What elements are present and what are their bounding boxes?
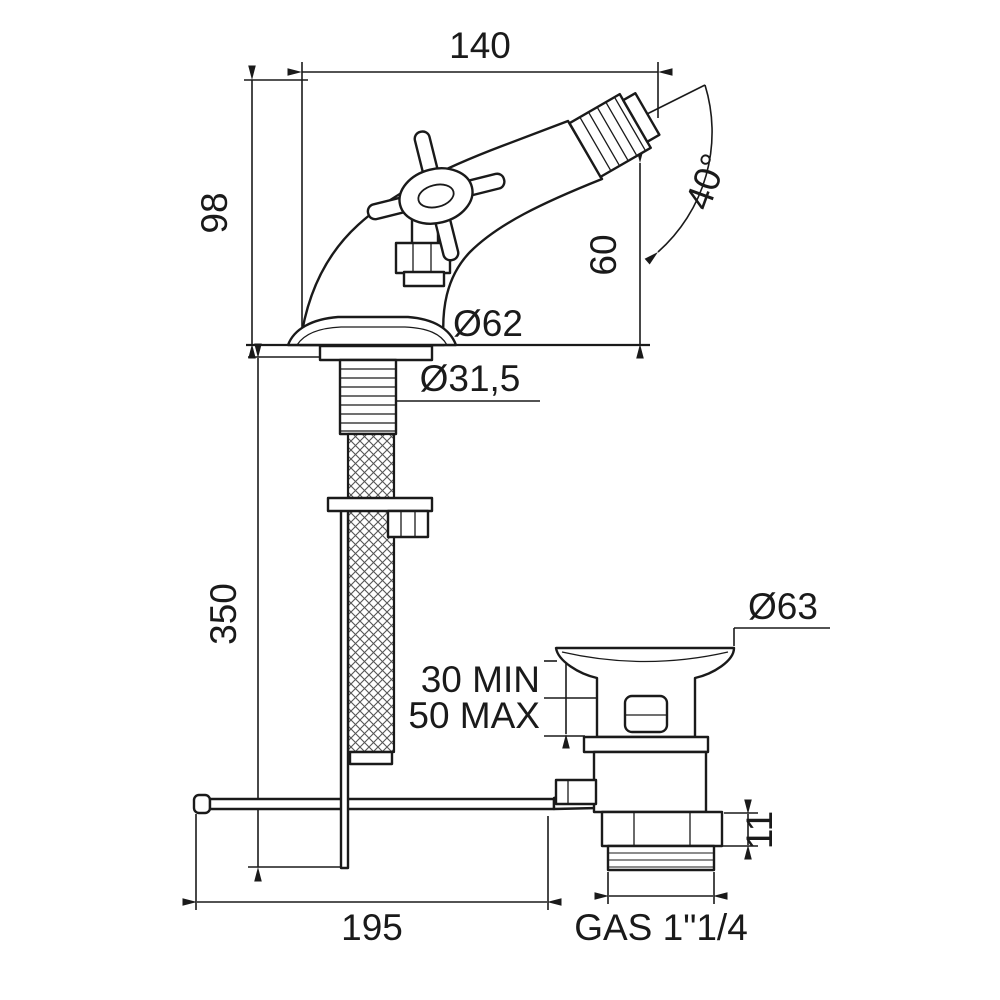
- waste-locknut-facets: [633, 813, 691, 845]
- waste-tail-threads: [609, 852, 713, 868]
- aerator-knurling: [579, 97, 646, 171]
- aerator-end-cap: [622, 92, 661, 143]
- popup-horizontal-rod: [208, 797, 556, 811]
- dim-deck-thickness: [544, 648, 596, 749]
- label-waste-thread: GAS 1"1/4: [574, 907, 748, 948]
- handle-hub-inner: [417, 183, 455, 209]
- hose-end-fitting: [348, 750, 394, 766]
- waste-flange-dish: [561, 651, 729, 663]
- dim-rod-length-195: [182, 814, 562, 910]
- label-waste-flange-diameter: Ø63: [748, 586, 818, 627]
- label-rod-length: 195: [341, 907, 403, 948]
- dim-hose-length-350: [248, 343, 342, 882]
- waste-locknut: [600, 810, 724, 848]
- dim-waste-flange-diameter-leader: [733, 627, 830, 646]
- waste-upper-body: [592, 750, 708, 814]
- dim-angle-40: [644, 84, 713, 265]
- popup-rod-end-cap: [192, 793, 212, 815]
- waste-threaded-tail: [606, 844, 716, 872]
- base-plate: [318, 344, 434, 362]
- faucet-body-group: [286, 92, 661, 347]
- label-hole-diameter: Ø31,5: [420, 358, 521, 399]
- popup-waste-assembly: [554, 646, 736, 872]
- mounting-nut: [386, 509, 430, 539]
- shank-threads: [341, 368, 395, 432]
- bonnet-collar: [402, 270, 446, 288]
- popup-lift-rod: [339, 503, 350, 870]
- below-deck-hardware: [192, 344, 600, 870]
- faucet-base-flange: [286, 315, 458, 347]
- handle-hub: [398, 167, 474, 225]
- dim-waste-thread: [594, 872, 728, 904]
- label-deck-min: 30 MIN: [421, 659, 540, 700]
- label-base-diameter: Ø62: [453, 303, 523, 344]
- waste-lever-port: [554, 778, 598, 806]
- popup-plug-guide: [623, 694, 669, 734]
- mounting-bracket: [326, 496, 434, 513]
- flexible-braided-hose: [346, 432, 396, 754]
- label-spout-reach: 140: [449, 25, 511, 66]
- label-height: 98: [194, 192, 235, 233]
- waste-mid-flange: [582, 735, 710, 754]
- label-locknut-height: 11: [739, 811, 780, 849]
- valve-bonnet: [394, 217, 452, 288]
- label-deck-max: 50 MAX: [408, 695, 540, 736]
- label-angle: 40°: [677, 148, 735, 215]
- cross-handle: [366, 130, 506, 262]
- mounting-nut-facets: [400, 511, 416, 537]
- spout-aerator: [568, 92, 661, 179]
- label-hose-length: 350: [203, 583, 244, 645]
- faucet-base-inner-line: [296, 326, 448, 346]
- dim-height-98: [244, 65, 308, 359]
- label-outlet-height: 60: [583, 234, 624, 275]
- bonnet-hex-facets: [412, 243, 432, 273]
- dimension-labels: 140 98 40° 60 Ø62 Ø31,5 350 Ø63 30 MIN 5…: [194, 25, 818, 948]
- threaded-shank: [338, 358, 398, 436]
